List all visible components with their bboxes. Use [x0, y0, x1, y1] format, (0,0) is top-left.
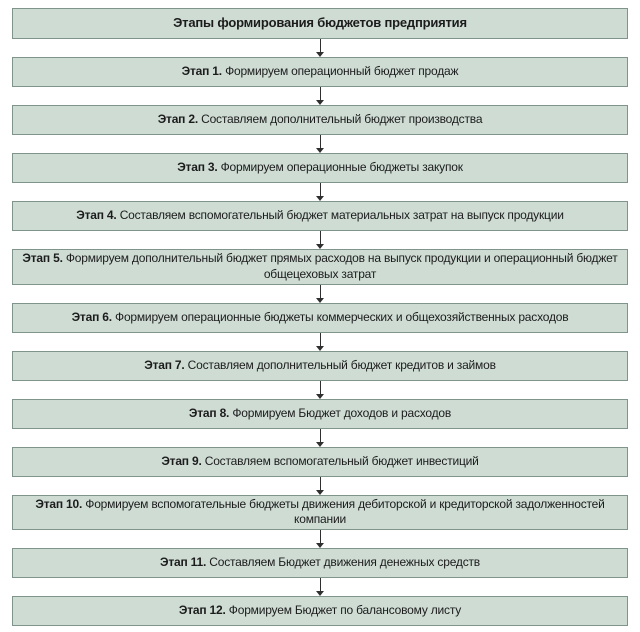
flow-arrow — [12, 380, 628, 399]
stage-text: Формируем операционные бюджеты коммерчес… — [115, 309, 569, 324]
arrow-head-icon — [316, 297, 324, 303]
stage-text: Формируем операционный бюджет продаж — [225, 64, 459, 79]
stage-number: Этап 7. — [144, 357, 185, 372]
stage-box-9: Этап 9. Составляем вспомогательный бюдже… — [12, 446, 628, 477]
arrow-shaft — [319, 39, 321, 52]
arrow-shaft — [319, 135, 321, 148]
flow-arrow — [12, 578, 628, 596]
stage-text: Формируем Бюджет доходов и расходов — [232, 405, 452, 420]
arrow-shaft — [319, 87, 321, 100]
stage-box-5: Этап 5. Формируем дополнительный бюджет … — [12, 249, 628, 285]
arrow-shaft — [319, 183, 321, 196]
flowchart-title: Этапы формирования бюджетов предприятия — [173, 15, 467, 31]
arrow-shaft — [319, 380, 321, 394]
stage-label: Этап 12. Формируем Бюджет по балансовому… — [179, 603, 461, 619]
arrow-shaft — [319, 530, 321, 543]
stage-box-12: Этап 12. Формируем Бюджет по балансовому… — [12, 596, 628, 626]
stage-number: Этап 4. — [76, 208, 117, 223]
stage-number: Этап 8. — [188, 405, 230, 420]
stage-number: Этап 6. — [71, 309, 112, 324]
stage-label: Этап 1. Формируем операционный бюджет пр… — [182, 64, 459, 80]
stage-box-2: Этап 2. Составляем дополнительный бюджет… — [12, 105, 628, 135]
stage-text: Формируем операционные бюджеты закупок — [220, 160, 463, 175]
stage-label: Этап 9. Составляем вспомогательный бюдже… — [161, 453, 479, 470]
stage-number: Этап 3. — [177, 160, 218, 175]
arrow-head-icon — [316, 591, 324, 596]
flow-arrow — [12, 87, 628, 105]
stage-number: Этап 5. — [22, 251, 63, 266]
flow-arrow — [12, 231, 628, 249]
stage-number: Этап 1. — [181, 64, 222, 79]
stage-box-10: Этап 10. Формируем вспомогательные бюдже… — [12, 494, 628, 530]
arrow-shaft — [319, 332, 321, 346]
arrow-head-icon — [316, 489, 324, 495]
stage-box-3: Этап 3. Формируем операционные бюджеты з… — [12, 153, 628, 183]
arrow-head-icon — [316, 196, 324, 201]
stage-box-8: Этап 8. Формируем Бюджет доходов и расхо… — [12, 398, 628, 429]
stage-label: Этап 10. Формируем вспомогательные бюдже… — [22, 497, 618, 528]
stage-label: Этап 3. Формируем операционные бюджеты з… — [177, 160, 463, 176]
stage-number: Этап 2. — [157, 112, 198, 127]
stage-box-11: Этап 11. Составляем Бюджет движения дене… — [12, 548, 628, 578]
stage-text: Составляем вспомогательный бюджет инвест… — [204, 453, 479, 468]
stage-label: Этап 2. Составляем дополнительный бюджет… — [158, 112, 483, 128]
flow-arrow — [12, 135, 628, 153]
stage-text: Формируем дополнительный бюджет прямых р… — [65, 251, 618, 281]
stage-number: Этап 10. — [35, 496, 83, 511]
arrow-head-icon — [316, 100, 324, 105]
stage-label: Этап 5. Формируем дополнительный бюджет … — [22, 251, 618, 282]
arrow-head-icon — [316, 345, 324, 351]
flow-arrow — [12, 332, 628, 351]
stage-text: Составляем вспомогательный бюджет матери… — [119, 208, 564, 223]
flow-arrow — [12, 530, 628, 548]
stage-label: Этап 8. Формируем Бюджет доходов и расхо… — [189, 406, 451, 422]
arrow-head-icon — [316, 244, 324, 249]
arrow-head-icon — [316, 393, 324, 399]
stage-text: Формируем Бюджет по балансовому листу — [228, 603, 462, 618]
stage-number: Этап 12. — [178, 603, 226, 618]
flow-arrow — [12, 39, 628, 57]
stage-number: Этап 11. — [160, 555, 207, 570]
stage-text: Составляем дополнительный бюджет произво… — [201, 112, 483, 127]
arrow-head-icon — [316, 52, 324, 57]
stage-label: Этап 6. Формируем операционные бюджеты к… — [72, 310, 569, 326]
stage-label: Этап 7. Составляем дополнительный бюджет… — [144, 358, 496, 374]
arrow-shaft — [319, 476, 321, 490]
stage-label: Этап 4. Составляем вспомогательный бюдже… — [76, 208, 564, 224]
title-box: Этапы формирования бюджетов предприятия — [12, 8, 628, 39]
stage-label: Этап 11. Составляем Бюджет движения дене… — [160, 555, 480, 571]
flow-arrow — [12, 428, 628, 447]
stage-box-4: Этап 4. Составляем вспомогательный бюдже… — [12, 201, 628, 231]
arrow-shaft — [319, 284, 321, 298]
stage-box-1: Этап 1. Формируем операционный бюджет пр… — [12, 57, 628, 87]
arrow-head-icon — [316, 148, 324, 153]
flow-arrow — [12, 284, 628, 303]
arrow-head-icon — [316, 543, 324, 548]
flow-arrow — [12, 183, 628, 201]
arrow-shaft — [319, 578, 321, 591]
stage-number: Этап 9. — [161, 453, 202, 468]
stage-box-6: Этап 6. Формируем операционные бюджеты к… — [12, 302, 628, 333]
stage-text: Составляем дополнительный бюджет кредито… — [187, 357, 496, 372]
stage-text: Формируем вспомогательные бюджеты движен… — [85, 496, 605, 527]
flow-arrow — [12, 476, 628, 495]
arrow-shaft — [319, 428, 321, 442]
arrow-shaft — [319, 231, 321, 244]
stage-text: Составляем Бюджет движения денежных сред… — [209, 555, 480, 570]
stage-box-7: Этап 7. Составляем дополнительный бюджет… — [12, 350, 628, 381]
arrow-head-icon — [316, 441, 324, 447]
